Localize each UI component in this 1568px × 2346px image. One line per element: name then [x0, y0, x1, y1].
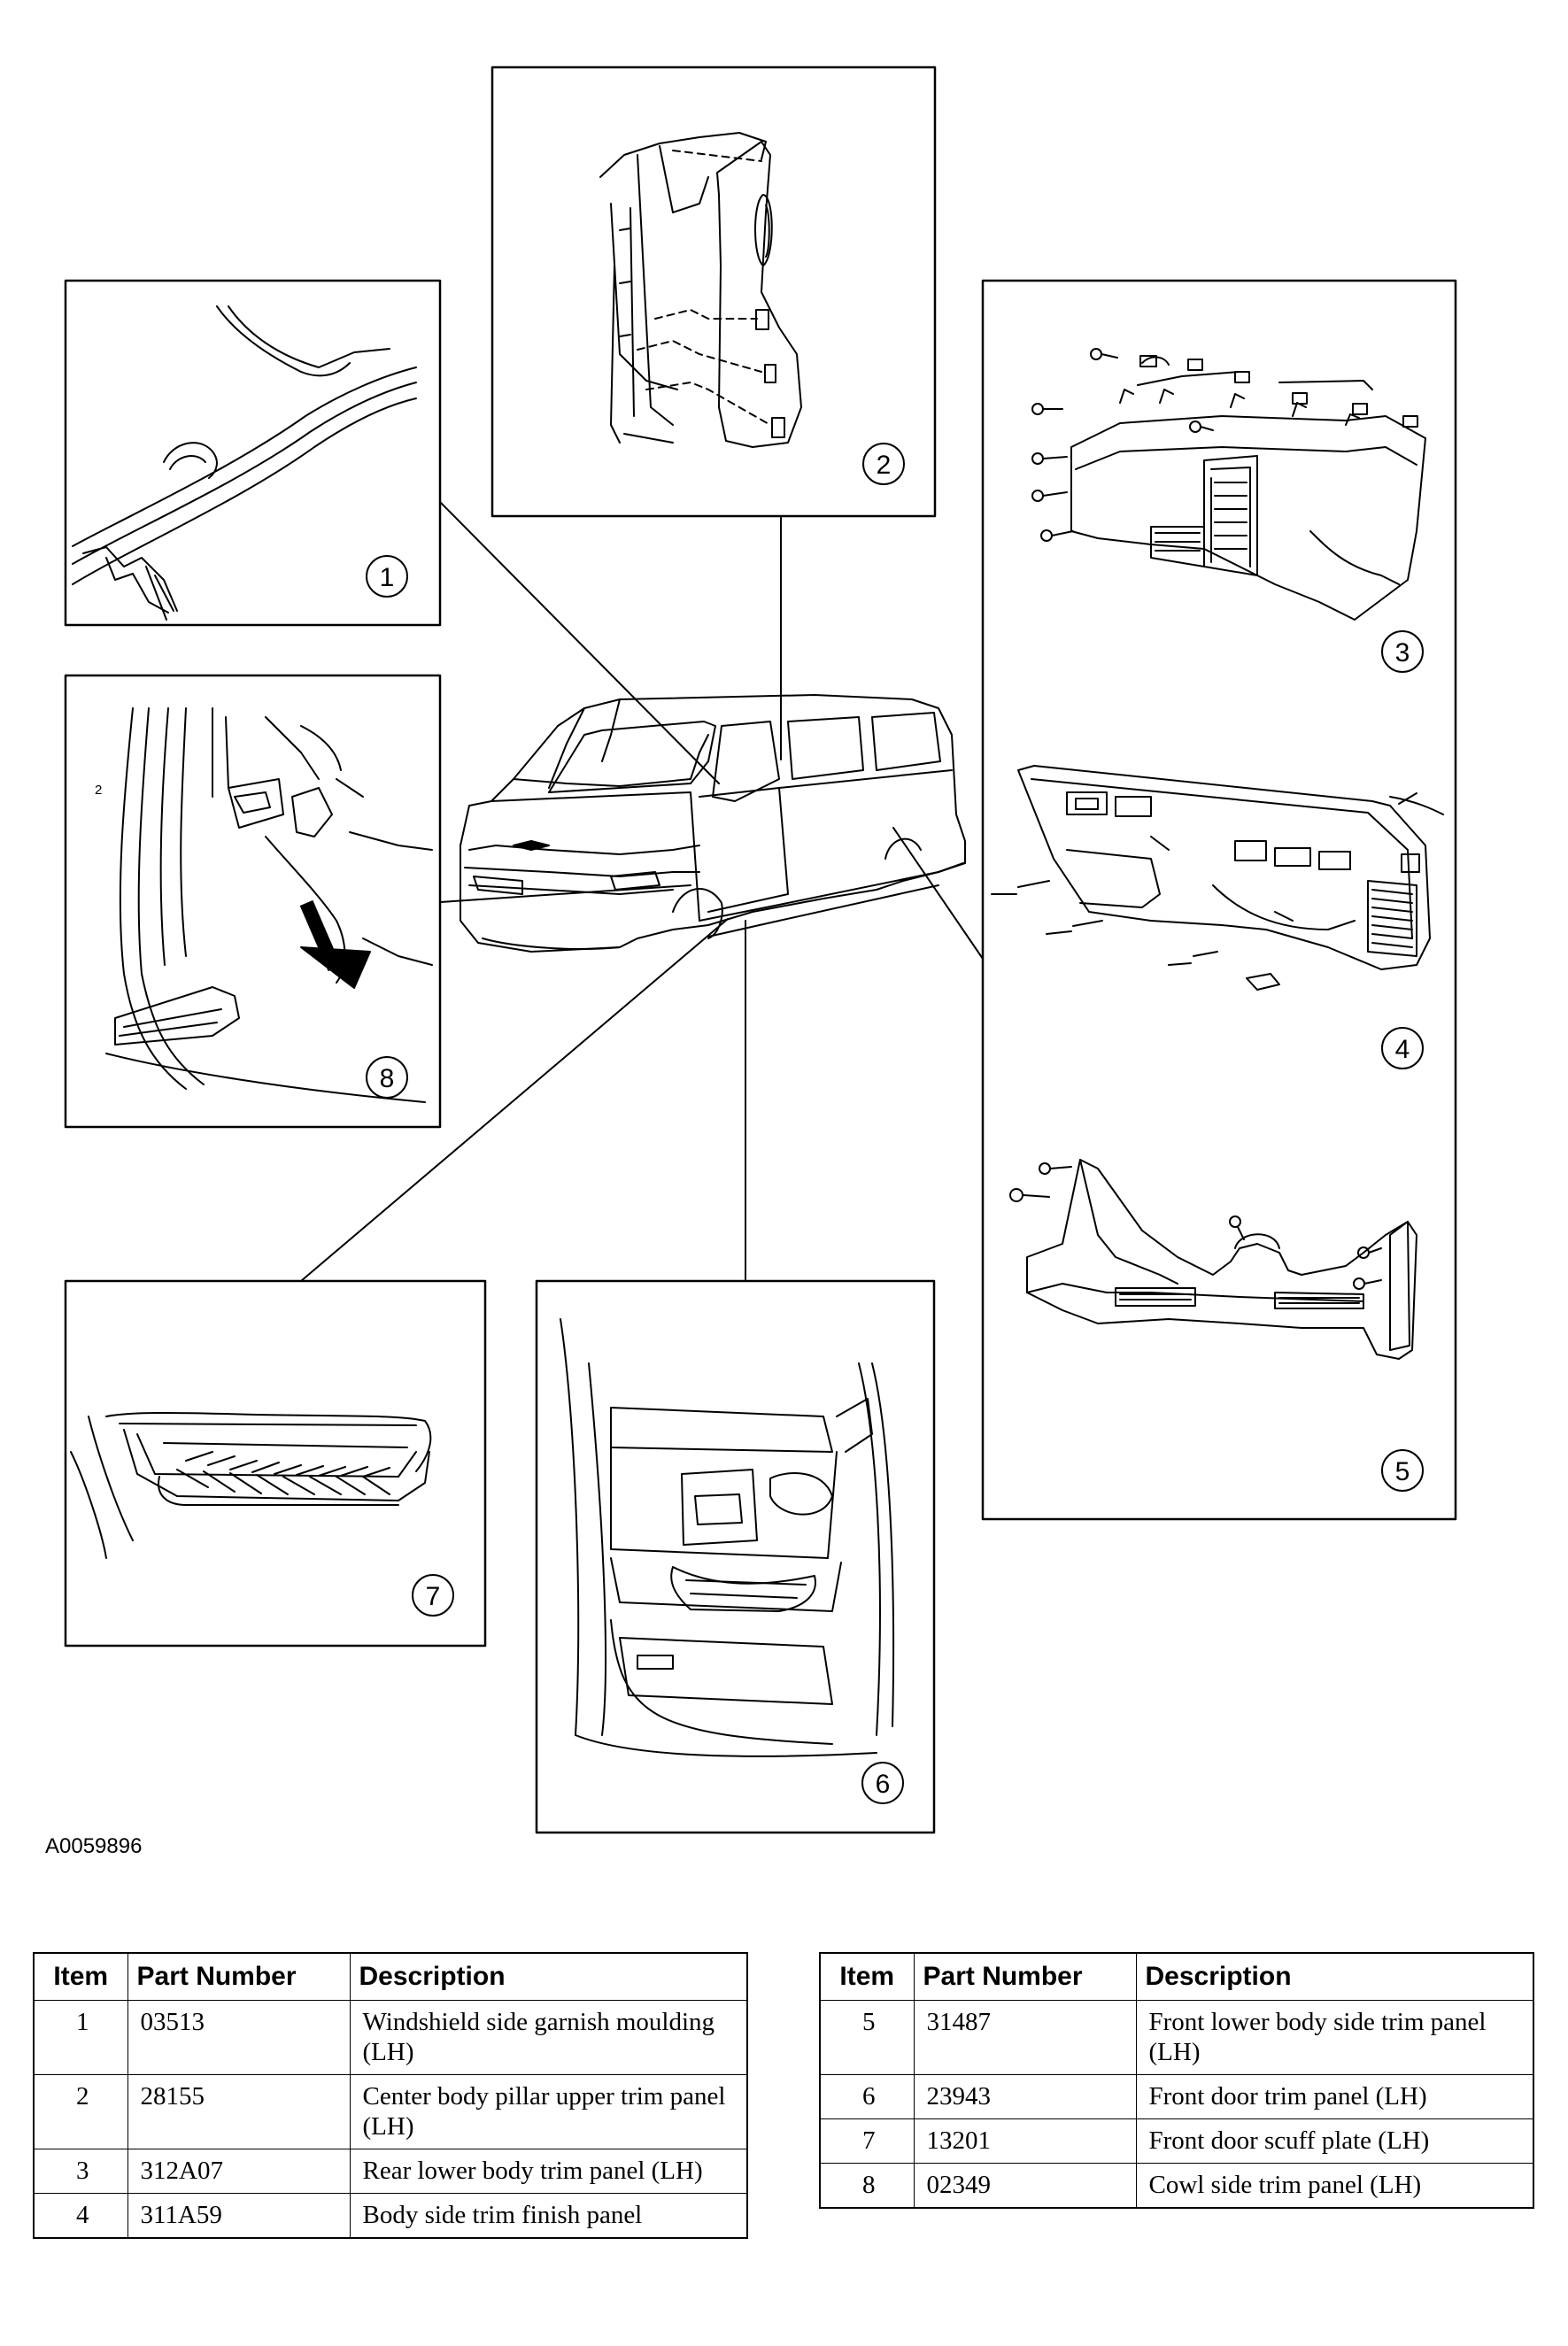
panel-8-cowl-side-trim: 2 8: [64, 674, 442, 1129]
row-description: Front door scuff plate (LH): [1135, 2118, 1534, 2164]
table-row: 5 31487 Front lower body side trim panel…: [819, 2000, 1534, 2075]
row-part-number: 31487: [913, 2000, 1137, 2075]
row-item: 8: [819, 2163, 915, 2209]
row-description: Cowl side trim panel (LH): [1135, 2163, 1534, 2209]
row-item: 1: [33, 2000, 128, 2075]
row-description: Windshield side garnish moulding (LH): [349, 2000, 748, 2075]
illustration-id: A0059896: [45, 1834, 143, 1858]
callout-2: 2: [877, 451, 892, 480]
header-part-number: Part Number: [913, 1952, 1137, 2001]
row-item: 2: [33, 2074, 128, 2149]
header-item: Item: [33, 1952, 128, 2001]
front-lower-body-side-trim-drawing: [1009, 1159, 1417, 1360]
callout-1: 1: [380, 563, 395, 592]
panel-1-windshield-garnish: 1: [64, 279, 442, 627]
row-part-number: 23943: [913, 2074, 1137, 2119]
callout-4: 4: [1395, 1035, 1410, 1064]
row-description: Body side trim finish panel: [349, 2193, 748, 2239]
callout-3: 3: [1395, 638, 1410, 668]
header-part-number: Part Number: [127, 1952, 351, 2001]
table-row: 8 02349 Cowl side trim panel (LH): [819, 2163, 1534, 2209]
table-row: 3 312A07 Rear lower body trim panel (LH): [33, 2149, 748, 2194]
panel-7-scuff-plate: 7: [64, 1279, 487, 1648]
table-header-row: Item Part Number Description: [819, 1952, 1534, 2001]
table-row: 4 311A59 Body side trim finish panel: [33, 2193, 748, 2239]
row-item: 7: [819, 2118, 915, 2164]
table-row: 6 23943 Front door trim panel (LH): [819, 2074, 1534, 2119]
panel-6-front-door-trim: 6: [535, 1279, 936, 1834]
rear-lower-body-trim-drawing: [1031, 348, 1426, 621]
row-part-number: 28155: [127, 2074, 351, 2149]
leader-lines: [300, 501, 984, 1282]
callout-8: 8: [380, 1064, 395, 1093]
row-part-number: 02349: [913, 2163, 1137, 2209]
row-part-number: 13201: [913, 2118, 1137, 2164]
row-description: Rear lower body trim panel (LH): [349, 2149, 748, 2194]
row-item: 5: [819, 2000, 915, 2075]
row-description: Center body pillar upper trim panel (LH): [349, 2074, 748, 2149]
row-description: Front lower body side trim panel (LH): [1135, 2000, 1534, 2075]
table-header-row: Item Part Number Description: [33, 1952, 748, 2001]
panel-3-4-5-trim-panels: 3 4: [981, 279, 1457, 1521]
row-part-number: 311A59: [127, 2193, 351, 2239]
row-part-number: 03513: [127, 2000, 351, 2075]
header-item: Item: [819, 1952, 915, 2001]
row-item: 6: [819, 2074, 915, 2119]
van-illustration: [460, 694, 966, 953]
table-row: 2 28155 Center body pillar upper trim pa…: [33, 2074, 748, 2149]
table-row: 1 03513 Windshield side garnish moulding…: [33, 2000, 748, 2075]
row-part-number: 312A07: [127, 2149, 351, 2194]
parts-table-left: Item Part Number Description 1 03513 Win…: [33, 1952, 748, 2239]
panel-2-center-pillar-trim: 2: [490, 66, 937, 518]
callout-5: 5: [1395, 1457, 1410, 1486]
row-description: Front door trim panel (LH): [1135, 2074, 1534, 2119]
row-item: 4: [33, 2193, 128, 2239]
panel-8-label: 2: [95, 783, 102, 798]
header-description: Description: [1135, 1952, 1534, 2001]
table-row: 7 13201 Front door scuff plate (LH): [819, 2118, 1534, 2164]
callout-6: 6: [876, 1770, 891, 1799]
row-item: 3: [33, 2149, 128, 2194]
callout-7: 7: [426, 1582, 441, 1611]
parts-table-right: Item Part Number Description 5 31487 Fro…: [819, 1952, 1534, 2209]
header-description: Description: [349, 1952, 748, 2001]
body-side-trim-finish-drawing: [991, 765, 1444, 991]
